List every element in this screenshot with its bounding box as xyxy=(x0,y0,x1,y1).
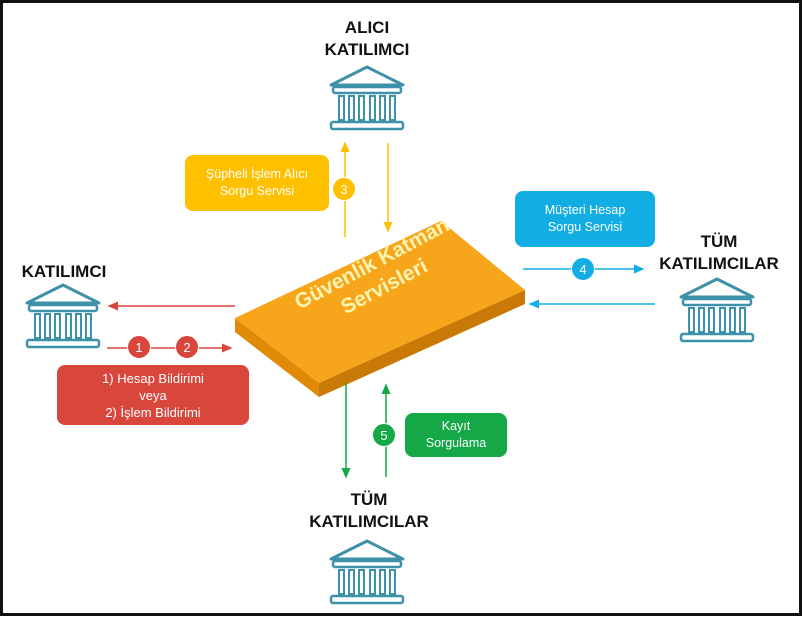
supheli-box-line2: Sorgu Servisi xyxy=(219,184,295,198)
bottom-node-label-line1: TÜM xyxy=(350,490,388,509)
musteri-box-line2: Sorgu Servisi xyxy=(547,220,623,234)
top-node-label-line1: ALICI xyxy=(344,18,390,37)
step-badge: 4 xyxy=(571,257,595,281)
right-node-label-line2: KATILIMCILAR xyxy=(659,254,779,273)
step-badge: 3 xyxy=(332,177,356,201)
security-layer-block xyxy=(235,221,525,397)
hesap-box-line2: veya xyxy=(139,387,167,403)
top-node-label: ALICI KATILIMCI xyxy=(307,17,427,61)
bank-icon xyxy=(679,277,755,343)
hesap-box-line1: 1) Hesap Bildirimi xyxy=(102,370,204,386)
step-badge: 5 xyxy=(372,423,396,447)
bank-icon xyxy=(329,65,405,131)
kayit-box-line1: Kayıt xyxy=(441,419,471,433)
left-node-label: KATILIMCI xyxy=(21,262,107,281)
right-node-label: TÜM KATILIMCILAR xyxy=(649,231,789,275)
top-node-label-line2: KATILIMCI xyxy=(324,40,410,59)
supheli-islem-box: Şüpheli İşlem Alıcı Sorgu Servisi xyxy=(185,155,329,211)
step-badge: 1 xyxy=(127,335,151,359)
hesap-bildirimi-box: 1) Hesap Bildirimi veya 2) İşlem Bildiri… xyxy=(57,365,249,425)
supheli-box-line1: Şüpheli İşlem Alıcı xyxy=(205,167,309,181)
bank-icon xyxy=(25,283,101,349)
musteri-hesap-box: Müşteri Hesap Sorgu Servisi xyxy=(515,191,655,247)
bottom-node-label: TÜM KATILIMCILAR xyxy=(299,489,439,533)
kayit-sorgulama-box: Kayıt Sorgulama xyxy=(405,413,507,457)
hesap-box-line3: 2) İşlem Bildirimi xyxy=(105,404,201,420)
connector-layer xyxy=(107,141,655,479)
kayit-box-line2: Sorgulama xyxy=(425,436,487,450)
musteri-box-line1: Müşteri Hesap xyxy=(544,203,626,217)
bottom-node-label-line2: KATILIMCILAR xyxy=(309,512,429,531)
right-node-label-line1: TÜM xyxy=(700,232,738,251)
bank-icon xyxy=(329,539,405,605)
step-badge: 2 xyxy=(175,335,199,359)
